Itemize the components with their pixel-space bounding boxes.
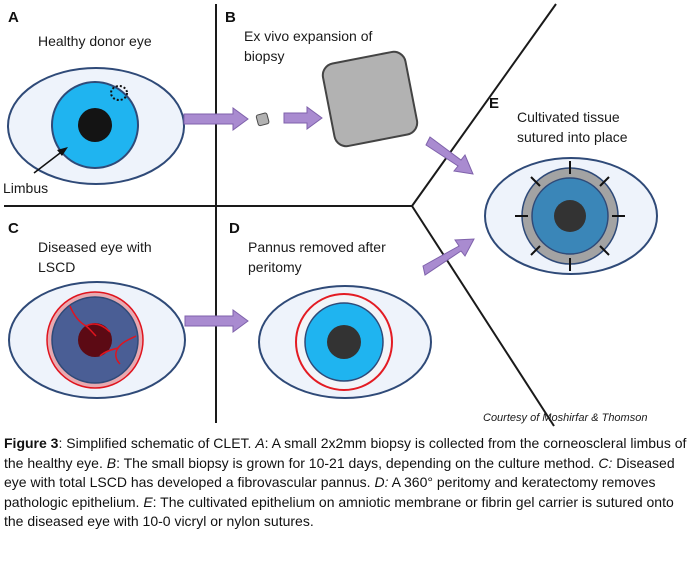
pannus-vessel — [99, 347, 119, 357]
panel-dividers — [4, 3, 557, 427]
limbus-pointer-arrow — [33, 149, 65, 174]
caption-c-text: Diseased eye with total LSCD has develop… — [4, 454, 675, 491]
panel-b-label-line-1: Ex vivo expansion of — [244, 28, 373, 44]
arrow-c-to-d — [184, 309, 249, 333]
caption-e-key: E — [143, 493, 153, 510]
arrow-d-to-e — [422, 238, 475, 276]
limbus-label: Limbus — [3, 180, 48, 196]
expanded-tissue-sheet — [321, 50, 419, 148]
caption-text: Figure 3: Simplified schematic of CLET. … — [4, 434, 692, 532]
arrow-a-to-b — [183, 107, 249, 131]
suture — [599, 245, 610, 256]
caption-b-text: : The small biopsy is grown for 10-21 da… — [116, 454, 599, 471]
caption-a-key: A — [255, 435, 265, 451]
diagonal-divider-upper — [411, 3, 557, 207]
panel-d-label-line-2: peritomy — [248, 259, 302, 275]
caption-b-key: B — [106, 454, 117, 471]
caption-e-text: : The cultivated epithelium on amniotic … — [4, 493, 674, 530]
panel-c-letter: C — [8, 220, 19, 237]
limbus-pointer-arrowhead — [57, 147, 68, 156]
panel-a-letter: A — [8, 9, 19, 26]
caption-d-text: A 360° peritomy and keratectomy removes … — [4, 474, 656, 510]
panel-e: E Cultivated tissue sutured into place — [425, 95, 658, 275]
grafted-eye-pupil — [554, 200, 586, 232]
panel-d: D Pannus removed after peritomy — [229, 220, 475, 399]
panel-b: B Ex vivo expansion of biopsy — [183, 9, 419, 148]
suture — [530, 176, 541, 187]
biopsy-site-marker — [110, 85, 128, 101]
panel-d-label-line-1: Pannus removed after — [248, 239, 386, 255]
panel-a-label: Healthy donor eye — [38, 33, 152, 49]
sutures — [515, 161, 625, 271]
diagonal-divider-lower — [411, 205, 555, 427]
panel-c: C Diseased eye with LSCD — [8, 220, 249, 399]
panel-c-label-line-2: LSCD — [38, 259, 75, 275]
diseased-eye-pupil — [78, 323, 112, 357]
clet-schematic: A Healthy donor eye Limbus B Ex vivo exp… — [3, 3, 658, 427]
panel-a: A Healthy donor eye Limbus — [3, 9, 185, 196]
panel-b-letter: B — [225, 9, 236, 26]
caption-a-text: : A small 2x2mm biopsy is collected from… — [4, 435, 687, 471]
panel-e-label-line-2: sutured into place — [517, 129, 628, 145]
caption-c-key: C: — [598, 454, 613, 471]
panel-d-letter: D — [229, 220, 240, 237]
pannus-vessels — [69, 305, 137, 365]
caption-figure-label: Figure 3 — [4, 435, 59, 451]
panel-e-label-line-1: Cultivated tissue — [517, 109, 620, 125]
panel-c-label-line-1: Diseased eye with — [38, 239, 152, 255]
arrow-biopsy-to-expanded — [283, 106, 323, 130]
healthy-eye-pupil — [78, 108, 112, 142]
pannus-vessel — [85, 323, 111, 333]
suture — [530, 245, 541, 256]
caption-intro: : Simplified schematic of CLET. — [58, 435, 256, 451]
biopsy-small-tissue — [255, 112, 270, 127]
caption-d-key: D: — [374, 474, 389, 490]
panel-b-label-line-2: biopsy — [244, 48, 284, 64]
figure-caption: Figure 3: Simplified schematic of CLET. … — [4, 434, 692, 532]
arrow-b-to-e — [425, 136, 474, 175]
post-peritomy-eye-pupil — [327, 325, 361, 359]
panel-e-letter: E — [489, 95, 499, 112]
suture — [599, 176, 610, 187]
image-credit: Courtesy of Moshirfar & Thomson — [483, 412, 647, 424]
